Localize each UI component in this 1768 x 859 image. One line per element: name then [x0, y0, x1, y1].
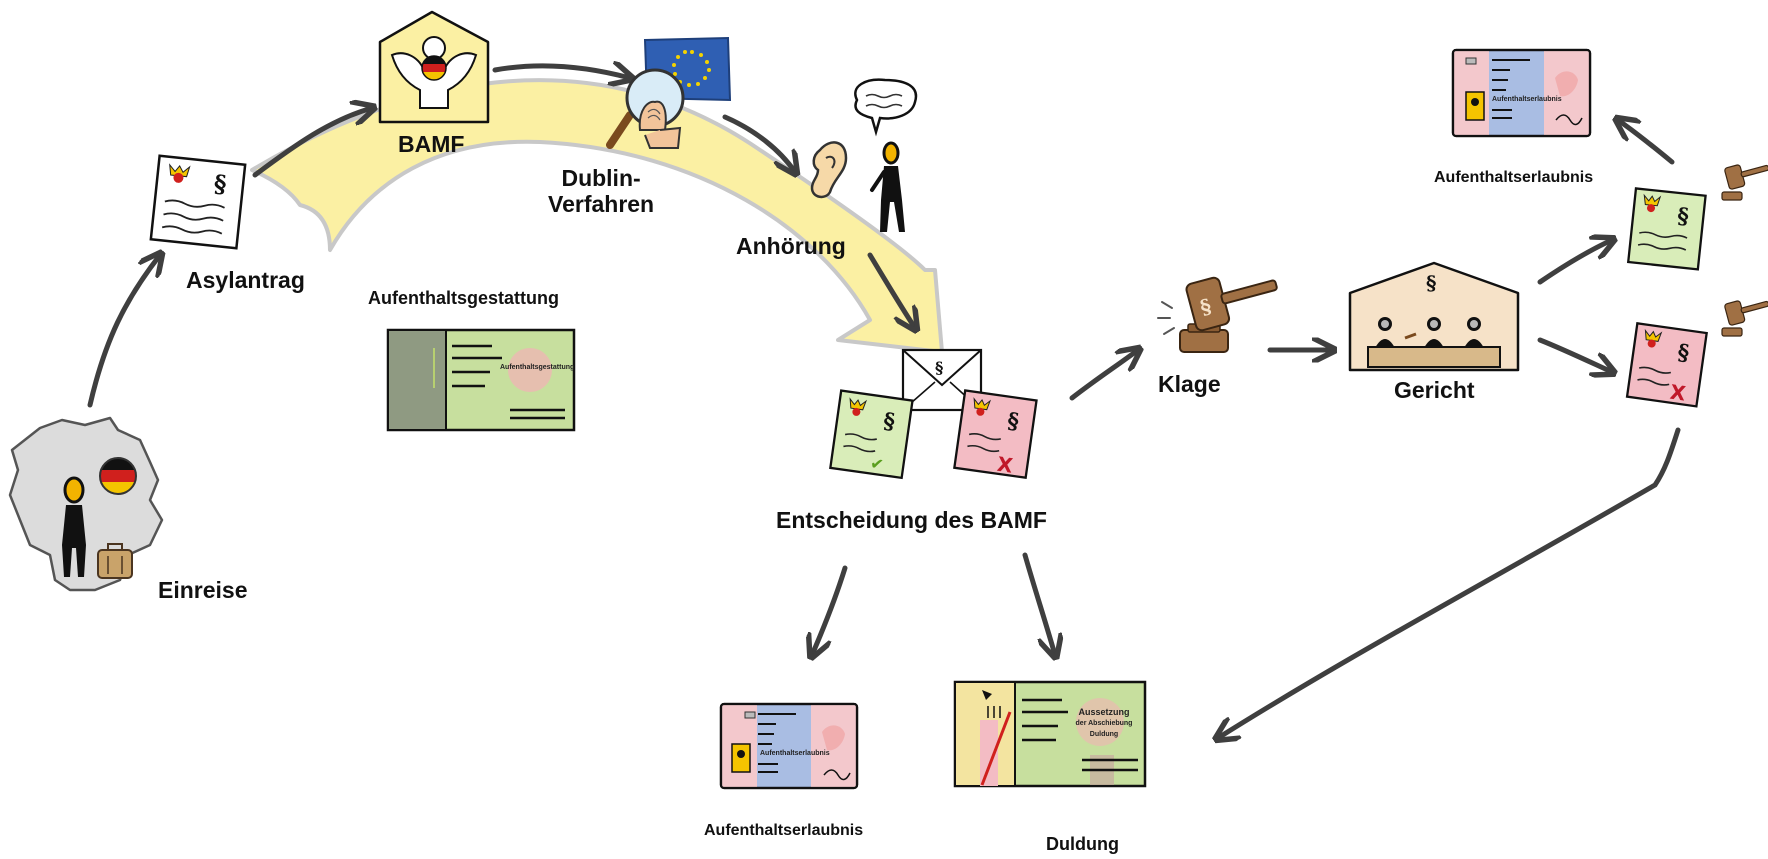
check-icon: ✔ [869, 453, 885, 474]
arrow-negative-duldung [1218, 427, 1681, 738]
arrow-anhoerung-entscheidung [867, 252, 915, 328]
label-klage: Klage [1158, 371, 1221, 397]
arrow-positive-erlaubnis [1618, 120, 1675, 165]
arrow-entscheidung-duldung [1022, 552, 1055, 655]
gavel-icon [1721, 300, 1768, 337]
label-anhoerung: Anhörung [736, 233, 846, 259]
arrow-dublin-anhoerung [722, 114, 795, 172]
reject-icon: X [1669, 380, 1688, 406]
person-icon [62, 476, 86, 577]
paragraph-symbol: § [1426, 271, 1436, 295]
paragraph-symbol: § [882, 408, 897, 435]
label-asylantrag: Asylantrag [186, 267, 305, 293]
arrow-entscheidung-erlaubnis [812, 565, 848, 655]
card-text-erlaubnis: Aufenthaltserlaubnis [1492, 96, 1562, 103]
arrow-bamf-dublin [492, 66, 630, 78]
person-icon [870, 141, 905, 232]
label-gericht: Gericht [1394, 377, 1475, 403]
paragraph-symbol: § [213, 169, 229, 199]
label-entscheidung: Entscheidung des BAMF [776, 507, 1047, 533]
label-aufenthaltserlaubnis-top: Aufenthaltserlaubnis [1434, 169, 1594, 186]
gavel-icon [1721, 164, 1768, 201]
document-icon: § [149, 154, 247, 250]
arrow-entscheidung-klage [1069, 350, 1138, 401]
label-aufenthaltserlaubnis-bottom: Aufenthaltserlaubnis [704, 822, 864, 839]
paragraph-symbol: § [1006, 408, 1021, 435]
card-text-gestattung: Aufenthaltsgestattung [500, 364, 574, 371]
card-text-erlaubnis: Aufenthaltserlaubnis [760, 750, 830, 757]
card-text-duldung-3: Duldung [1090, 731, 1118, 738]
label-aufenthaltsgestattung: Aufenthaltsgestattung [368, 288, 559, 308]
speech-bubble-icon [854, 78, 918, 137]
magnifier-icon [606, 68, 685, 149]
paragraph-symbol: § [1676, 339, 1691, 366]
label-einreise: Einreise [158, 577, 248, 603]
eagle-icon [390, 36, 478, 109]
bamf-building-icon [378, 10, 490, 124]
id-card-icon: Aufenthaltserlaubnis [719, 702, 859, 790]
document-icon: § ✔ [829, 389, 914, 480]
paragraph-symbol: § [1676, 203, 1690, 230]
process-arc-arrow [250, 78, 944, 354]
id-card-icon: Aufenthaltsgestattung [386, 328, 576, 432]
card-text-duldung-2: der Abschiebung [1076, 720, 1133, 727]
arrow-gericht-positive [1537, 240, 1612, 285]
document-icon: § X [953, 389, 1038, 480]
document-icon: § [1626, 187, 1707, 271]
suitcase-icon [97, 543, 133, 579]
fingerprint-icon [638, 100, 682, 149]
arrow-asylantrag-bamf [252, 108, 372, 178]
paragraph-symbol: § [935, 358, 943, 377]
arrow-gericht-negative [1537, 337, 1612, 372]
reject-icon: X [996, 452, 1015, 478]
label-bamf: BAMF [398, 131, 465, 157]
germany-map-icon [8, 416, 164, 592]
ear-icon [810, 141, 848, 199]
card-text-duldung-1: Aussetzung [1078, 707, 1129, 717]
label-dublin: Dublin- Verfahren [548, 165, 655, 217]
german-flag-icon [99, 457, 137, 495]
id-card-icon: Aufenthaltserlaubnis [1451, 48, 1592, 138]
document-icon: § X [1625, 322, 1708, 408]
arrow-einreise-asylantrag [87, 255, 160, 408]
gavel-icon: § [1157, 276, 1278, 353]
court-building-icon: § [1348, 261, 1520, 372]
label-duldung: Duldung [1046, 834, 1119, 854]
id-card-icon: Aussetzung der Abschiebung Duldung [953, 680, 1147, 788]
